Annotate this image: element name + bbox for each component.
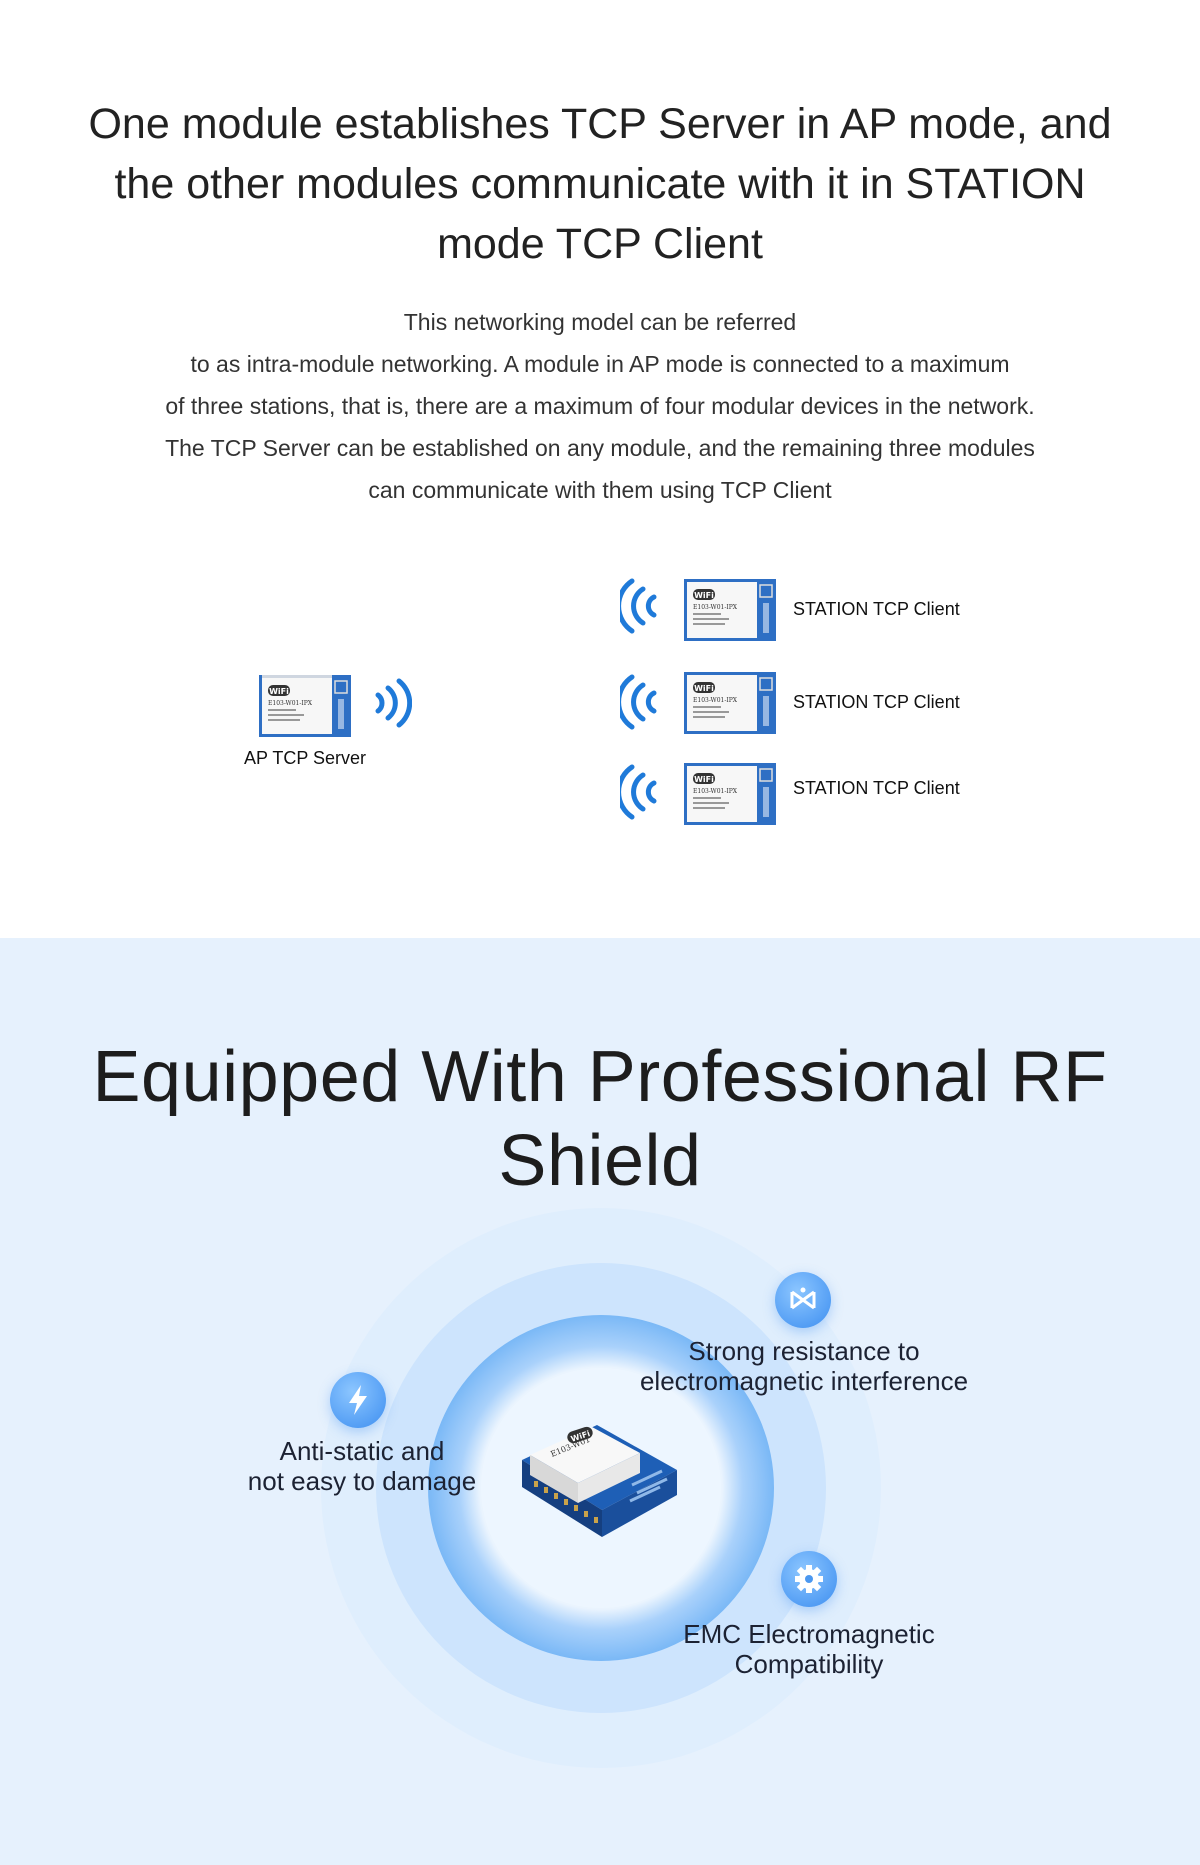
svg-text:WiFi: WiFi (269, 687, 289, 696)
ap-signal-icon (372, 678, 413, 733)
station-label: STATION TCP Client (793, 778, 960, 798)
title-line: One module establishes TCP Server in AP … (88, 100, 1112, 148)
networking-description: This networking model can be referred to… (100, 301, 1100, 511)
description-line: of three stations, that is, there are a … (165, 393, 1035, 419)
rf-shield-chip-image: WiFi E103-W01 (512, 1415, 682, 1560)
networking-title: One module establishes TCP Server in AP … (60, 94, 1140, 274)
feature-line: Compatibility (734, 1649, 884, 1679)
feature-line: not easy to damage (247, 1466, 477, 1496)
wifi-module-chip: WiFi E103-W01-IPX (684, 672, 776, 734)
description-line: The TCP Server can be established on any… (165, 435, 1035, 461)
feature-line: Anti-static and (279, 1436, 445, 1466)
station-signal-icon (616, 764, 660, 825)
title-line: the other modules communicate with it in… (114, 160, 1086, 208)
description-line: can communicate with them using TCP Clie… (368, 477, 832, 503)
station-module-image: WiFi E103-W01-IPX (684, 672, 776, 739)
feature-anti-static: Anti-static and not easy to damage (212, 1436, 512, 1496)
wifi-module-chip: WiFi E103-W01-IPX (259, 675, 351, 737)
station-signal-icon (616, 578, 660, 639)
feature-line: EMC Electromagnetic (683, 1619, 935, 1649)
rf-shield-title: Equipped With Professional RF Shield (92, 1037, 1108, 1201)
svg-text:WiFi: WiFi (694, 684, 714, 693)
station-module-image: WiFi E103-W01-IPX (684, 579, 776, 646)
lightning-icon (330, 1372, 386, 1428)
wifi-module-chip: WiFi E103-W01-IPX (684, 579, 776, 641)
station-module-image: WiFi E103-W01-IPX (684, 763, 776, 830)
svg-text:E103-W01-IPX: E103-W01-IPX (693, 604, 738, 611)
ap-module-image: WiFi E103-W01-IPX (259, 675, 351, 742)
gear-icon (781, 1551, 837, 1607)
ap-label: AP TCP Server (244, 748, 367, 768)
wifi-module-chip: WiFi E103-W01-IPX (684, 763, 776, 825)
station-label: STATION TCP Client (793, 599, 960, 619)
bowtie-icon (775, 1272, 831, 1328)
networking-section: One module establishes TCP Server in AP … (60, 94, 1140, 830)
description-line: to as intra-module networking. A module … (190, 351, 1010, 377)
svg-text:WiFi: WiFi (694, 775, 714, 784)
station-label: STATION TCP Client (793, 692, 960, 712)
chip-model-text: E103-W01-IPX (268, 700, 313, 707)
feature-emi-resistance: Strong resistance to electromagnetic int… (604, 1336, 1004, 1396)
description-line: This networking model can be referred (403, 309, 797, 335)
svg-text:WiFi: WiFi (694, 591, 714, 600)
feature-line: electromagnetic interference (639, 1366, 969, 1396)
svg-text:E103-W01-IPX: E103-W01-IPX (693, 697, 738, 704)
station-signal-icon (616, 674, 660, 735)
svg-text:E103-W01-IPX: E103-W01-IPX (693, 788, 738, 795)
title-line: mode TCP Client (437, 220, 763, 268)
feature-line: Strong resistance to (688, 1336, 920, 1366)
feature-emc: EMC Electromagnetic Compatibility (629, 1619, 989, 1679)
